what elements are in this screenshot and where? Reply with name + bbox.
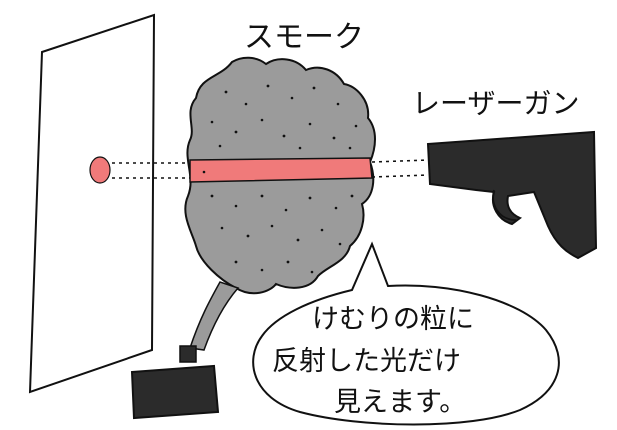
speech-bubble bbox=[252, 241, 560, 426]
laser-gun-label: レーザーガン bbox=[412, 87, 579, 120]
smoke-machine bbox=[130, 364, 220, 420]
trigger-guard bbox=[492, 189, 517, 221]
beam-dotted-bottom-right bbox=[371, 174, 429, 178]
wall-panel bbox=[28, 13, 156, 394]
smoke-speckles bbox=[202, 84, 358, 274]
bubble-line-3: 見えます。 bbox=[334, 387, 466, 418]
laser-gun bbox=[426, 130, 598, 260]
beam-dotted-top-right bbox=[371, 159, 429, 163]
trigger bbox=[510, 197, 521, 215]
laser-spot bbox=[89, 156, 111, 184]
laser-beam-visible bbox=[189, 157, 373, 183]
bubble-line-1: けむりの粒に bbox=[312, 304, 474, 335]
smoke-nozzle bbox=[179, 345, 197, 363]
smoke-label: スモーク bbox=[244, 20, 364, 55]
bubble-line-2: 反射した光だけ bbox=[272, 346, 461, 377]
smoke-plume bbox=[189, 281, 240, 351]
